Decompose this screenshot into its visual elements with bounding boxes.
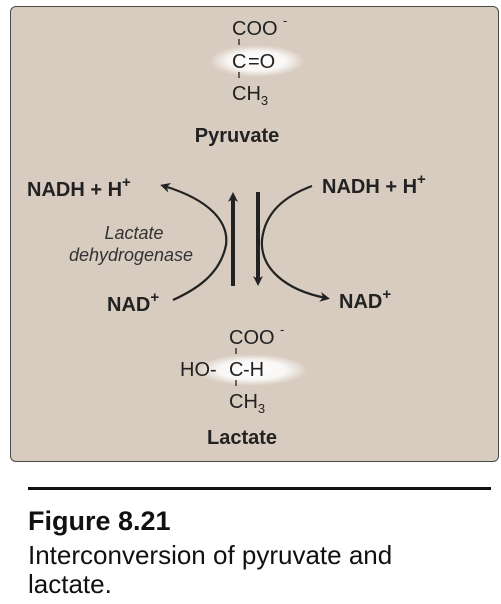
nad-left-label: NAD+ bbox=[107, 289, 159, 316]
caption-divider bbox=[28, 487, 491, 490]
nadh-right-label: NADH + H+ bbox=[322, 171, 426, 198]
pyruvate-charge: - bbox=[283, 13, 287, 28]
lactate-carbon: C bbox=[229, 359, 243, 381]
lactate-methyl: CH3 bbox=[229, 391, 265, 416]
reaction-arrows bbox=[160, 182, 330, 302]
figure-title: Figure 8.21 bbox=[28, 506, 171, 536]
pyruvate-methyl: CH3 bbox=[232, 83, 268, 108]
figure-caption: Interconversion of pyruvate and lactate. bbox=[28, 540, 393, 599]
pyruvate-label: Pyruvate bbox=[195, 125, 280, 147]
pyruvate-structure: COO - C =O CH3 Pyruvate bbox=[195, 13, 288, 147]
pyruvate-highlight bbox=[209, 45, 305, 77]
lactate-highlight bbox=[196, 354, 308, 386]
nad-right-label: NAD+ bbox=[339, 286, 391, 313]
lactate-charge: - bbox=[280, 322, 284, 337]
lactate-structure: COO - HO- C -H CH3 Lactate bbox=[180, 322, 284, 449]
nadh-left-label: NADH + H+ bbox=[27, 174, 131, 201]
left-curved-arrow bbox=[160, 182, 228, 302]
enzyme-label-line1: Lactate bbox=[104, 223, 163, 243]
lactate-label: Lactate bbox=[207, 427, 277, 449]
diagram-panel bbox=[10, 6, 499, 462]
lactate-carboxylate: COO bbox=[229, 327, 275, 349]
pyruvate-carbonyl-oxygen: =O bbox=[248, 51, 275, 73]
pyruvate-carbonyl-carbon: C bbox=[232, 51, 246, 73]
lactate-hydrogen: -H bbox=[243, 359, 264, 381]
lactate-hydroxyl: HO- bbox=[180, 359, 217, 381]
pyruvate-carboxylate: COO bbox=[232, 18, 278, 40]
enzyme-label-line2: dehydrogenase bbox=[69, 245, 193, 265]
right-curved-arrow bbox=[260, 184, 330, 302]
